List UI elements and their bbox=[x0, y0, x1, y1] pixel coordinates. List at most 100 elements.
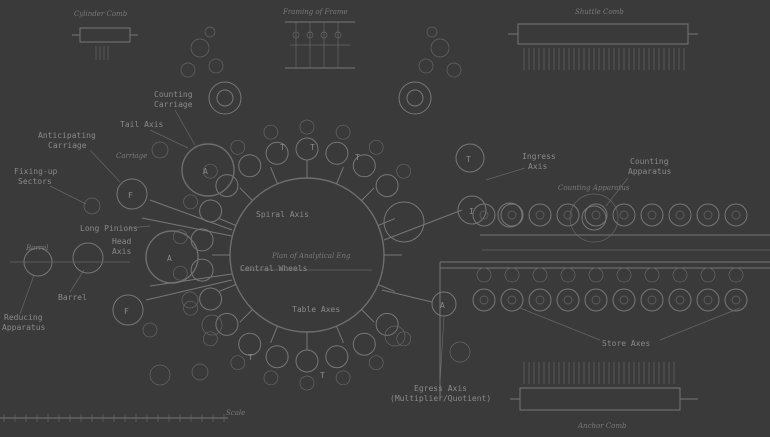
ring-gear bbox=[190, 258, 214, 282]
store-wheel bbox=[696, 288, 720, 312]
store-wheel-hub bbox=[563, 210, 573, 220]
label-store-axes: Store Axes bbox=[602, 339, 650, 348]
ring-gear bbox=[215, 312, 239, 336]
ring-gear-outer bbox=[335, 124, 351, 140]
store-pinion bbox=[588, 267, 604, 283]
right-i-letter: I bbox=[469, 207, 474, 216]
store-wheel bbox=[500, 288, 524, 312]
ring-gear bbox=[190, 228, 214, 252]
central-note: Plan of Analytical Eng bbox=[271, 252, 351, 260]
t-letter-5: T bbox=[320, 371, 325, 380]
ring-gear bbox=[265, 141, 289, 165]
store-pinion bbox=[476, 267, 492, 283]
scale-bar: Scale bbox=[0, 409, 245, 422]
ring-gear-outer bbox=[396, 163, 412, 179]
store-wheel bbox=[696, 203, 720, 227]
ring-gear bbox=[199, 287, 223, 311]
label-tail-axis: Tail Axis bbox=[120, 120, 164, 129]
store-wheel-hub bbox=[675, 295, 685, 305]
spoke bbox=[270, 325, 278, 343]
label-anticipating-carriage-2: Carriage bbox=[48, 141, 87, 150]
cylinder-comb-heading: Cylinder Comb bbox=[74, 10, 128, 18]
gear-cluster-top-left bbox=[180, 26, 242, 115]
ring-gear-outer bbox=[335, 370, 351, 386]
label-egress-axis-1: Egress Axis bbox=[414, 384, 467, 393]
store-pinion bbox=[700, 267, 716, 283]
ring-gear-outer bbox=[202, 331, 218, 347]
store-wheel bbox=[472, 288, 496, 312]
label-head-axis-1: Head bbox=[112, 237, 131, 246]
store-wheel bbox=[528, 203, 552, 227]
gear-cluster-top-right bbox=[398, 26, 462, 115]
store-wheel-hub bbox=[507, 295, 517, 305]
label-counting-carriage-2: Carriage bbox=[154, 100, 193, 109]
ring-gear-outer bbox=[172, 265, 188, 281]
shuttle-comb-heading: Shuttle Comb bbox=[575, 8, 624, 16]
ring-gear bbox=[352, 332, 376, 356]
store-wheel bbox=[640, 288, 664, 312]
label-spiral-axis: Spiral Axis bbox=[256, 210, 309, 219]
ring-gear-outer bbox=[299, 375, 315, 391]
left-mechanism: A A F F Carriage Barrel bbox=[10, 141, 235, 386]
framing-drawing: Framing of Frame bbox=[282, 8, 355, 69]
label-counting-carriage-1: Counting bbox=[154, 90, 193, 99]
store-wheel bbox=[668, 203, 692, 227]
scale-note: Scale bbox=[226, 409, 245, 417]
ring-gear bbox=[215, 174, 239, 198]
label-table-axes: Table Axes bbox=[292, 305, 340, 314]
ring-gear bbox=[375, 312, 399, 336]
store-pinion bbox=[728, 267, 744, 283]
store-wheel bbox=[612, 288, 636, 312]
store-wheel-hub bbox=[563, 295, 573, 305]
ring-gear-outer bbox=[263, 370, 279, 386]
store-wheels bbox=[472, 203, 748, 312]
store-wheel-hub bbox=[731, 210, 741, 220]
store-pinion bbox=[504, 267, 520, 283]
label-barrel: Barrel bbox=[58, 293, 87, 302]
t-letter-3: T bbox=[355, 153, 360, 162]
ring-gear-outer bbox=[230, 139, 246, 155]
t-letter-2: T bbox=[310, 143, 315, 152]
framing-heading: Framing of Frame bbox=[282, 8, 348, 16]
label-egress-axis-2: (Multiplier/Quotient) bbox=[390, 394, 491, 403]
spoke bbox=[239, 309, 253, 323]
wheel-f-top-letter: F bbox=[128, 191, 133, 200]
ring-gear bbox=[295, 349, 319, 373]
carriage-note: Carriage bbox=[116, 152, 147, 160]
right-a-letter: A bbox=[440, 301, 445, 310]
ring-gear bbox=[238, 154, 262, 178]
store-wheel bbox=[724, 203, 748, 227]
ring-gear bbox=[325, 345, 349, 369]
ring-gear-outer bbox=[202, 163, 218, 179]
spoke bbox=[336, 167, 344, 185]
ring-gear-outer bbox=[263, 124, 279, 140]
store-pinion bbox=[616, 267, 632, 283]
ring-gear-outer bbox=[368, 139, 384, 155]
store-wheel-hub bbox=[703, 295, 713, 305]
store-wheel bbox=[724, 288, 748, 312]
spoke bbox=[377, 284, 395, 292]
store-wheel bbox=[556, 203, 580, 227]
store-wheel-hub bbox=[479, 295, 489, 305]
store-pinion bbox=[560, 267, 576, 283]
label-fixing-up-sectors-1: Fixing-up bbox=[14, 167, 58, 176]
store-wheel-hub bbox=[535, 210, 545, 220]
wheel-f-bottom-letter: F bbox=[124, 307, 129, 316]
store-pinion bbox=[532, 267, 548, 283]
store-pinion bbox=[644, 267, 660, 283]
label-ingress-axis-2: Axis bbox=[528, 162, 547, 171]
wheel-a-bottom-letter: A bbox=[167, 254, 172, 263]
ring-gear-outer bbox=[396, 331, 412, 347]
spoke bbox=[361, 187, 375, 201]
label-counting-apparatus-2: Apparatus bbox=[628, 167, 672, 176]
store-wheel-hub bbox=[647, 210, 657, 220]
store-wheel-hub bbox=[703, 210, 713, 220]
store-wheel bbox=[472, 203, 496, 227]
store-wheel bbox=[584, 203, 608, 227]
leader-lines bbox=[19, 109, 741, 385]
spoke bbox=[219, 284, 237, 292]
store-wheel bbox=[500, 203, 524, 227]
store-wheel-hub bbox=[619, 295, 629, 305]
ring-t-letters: T T T T T bbox=[248, 143, 360, 380]
